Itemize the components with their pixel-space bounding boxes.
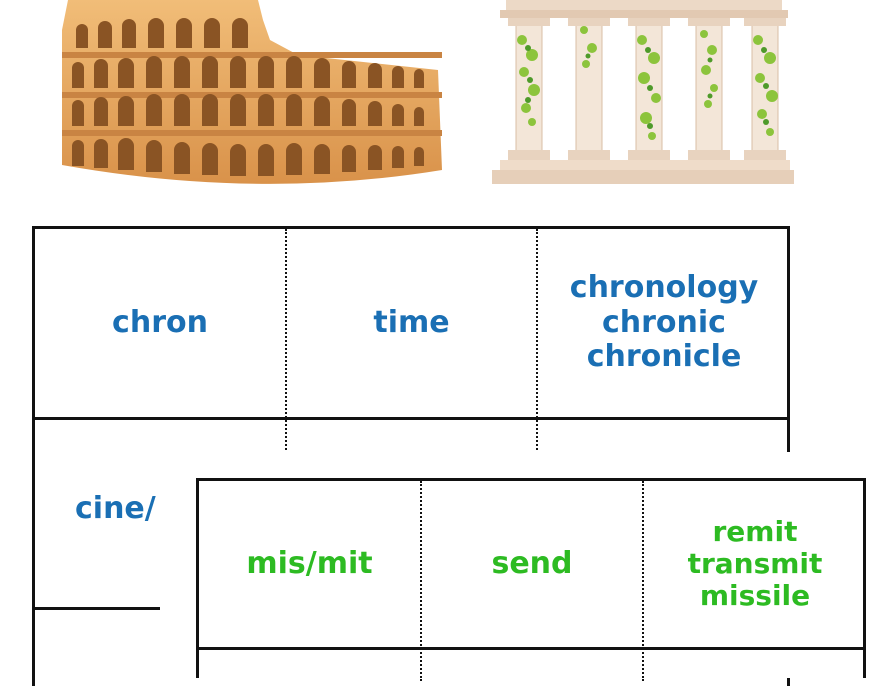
example-word: remit xyxy=(712,514,798,548)
column-divider xyxy=(642,481,644,681)
meaning-cell: time xyxy=(287,229,536,417)
meaning-text: send xyxy=(491,545,573,581)
root-text: cine/ xyxy=(75,490,156,526)
example-word: missile xyxy=(699,579,811,613)
row-divider xyxy=(35,417,790,420)
example-word: chronic xyxy=(602,304,726,340)
root-cell: chron xyxy=(35,229,285,417)
column-divider xyxy=(420,481,422,681)
row-divider xyxy=(199,647,866,650)
root-text: mis/mit xyxy=(246,545,373,581)
row-divider xyxy=(35,607,160,610)
root-cell-partial: cine/ xyxy=(75,479,315,539)
meaning-cell: send xyxy=(422,481,642,647)
example-word: chronicle xyxy=(586,339,742,375)
root-cell: mis/mit xyxy=(199,481,420,647)
example-word: chronology xyxy=(569,270,759,306)
front-root-card: mis/mit send remit transmit missile xyxy=(196,478,866,681)
temple-columns-illustration xyxy=(492,0,794,184)
examples-cell: chronology chronic chronicle xyxy=(538,229,790,417)
example-word: transmit xyxy=(687,546,823,580)
colosseum-illustration xyxy=(62,0,442,184)
column-divider xyxy=(536,229,538,454)
examples-cell: remit transmit missile xyxy=(644,481,866,647)
column-divider xyxy=(285,229,287,454)
root-text: chron xyxy=(112,304,208,340)
meaning-text: time xyxy=(373,304,450,340)
